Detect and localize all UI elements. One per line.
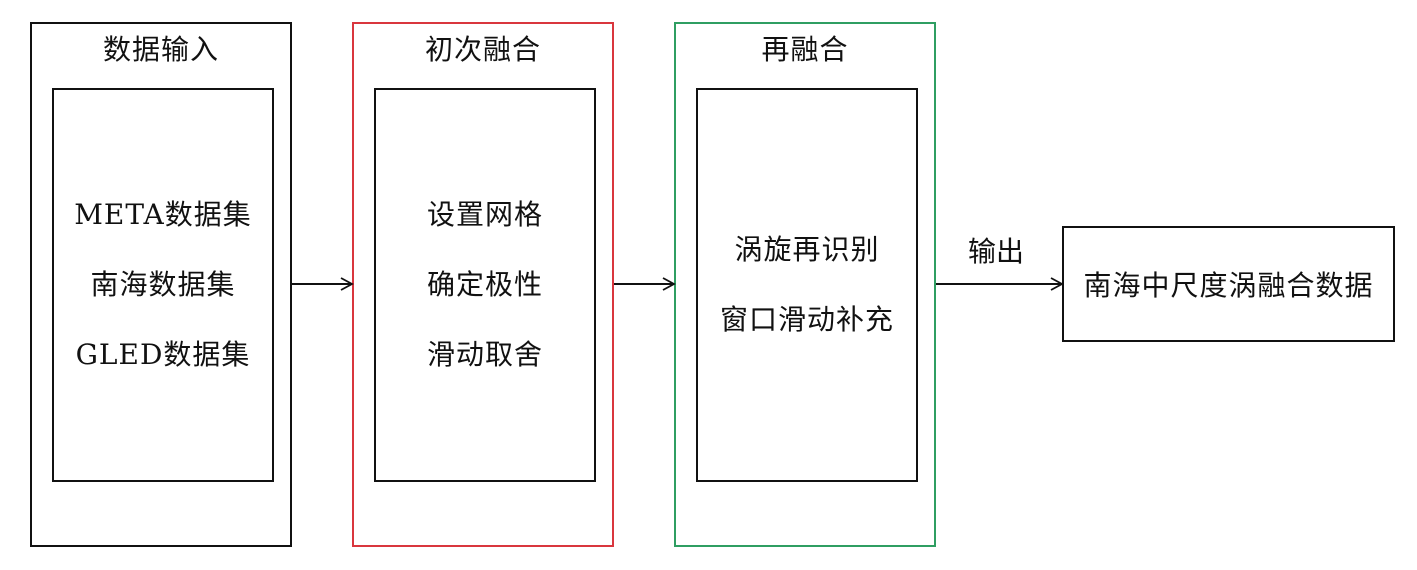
output-arrow-label: 输出	[968, 235, 1025, 268]
stage-item: 涡旋再识别	[734, 233, 880, 266]
stage-title: 数据输入	[102, 33, 219, 66]
output-box: 南海中尺度涡融合数据	[1062, 226, 1395, 342]
stage-item: 设置网格	[426, 198, 543, 231]
stage-initial-fusion: 初次融合 设置网格 确定极性 滑动取舍	[352, 22, 614, 547]
stage-data-input: 数据输入 META数据集 南海数据集 GLED数据集	[30, 22, 292, 547]
stage-item: META数据集	[74, 198, 252, 231]
stage-inner-box: 设置网格 确定极性 滑动取舍	[374, 88, 596, 482]
stage-inner-box: 涡旋再识别 窗口滑动补充	[696, 88, 918, 482]
stage-item: 滑动取舍	[426, 338, 543, 371]
stage-title: 初次融合	[424, 33, 541, 66]
stage-item: 确定极性	[426, 268, 543, 301]
stage-title: 再融合	[761, 33, 849, 66]
stage-item: GLED数据集	[75, 338, 251, 371]
stage-item: 窗口滑动补充	[719, 303, 894, 336]
stage-item: 南海数据集	[90, 268, 236, 301]
stage-inner-box: META数据集 南海数据集 GLED数据集	[52, 88, 274, 482]
stage-re-fusion: 再融合 涡旋再识别 窗口滑动补充	[674, 22, 936, 547]
